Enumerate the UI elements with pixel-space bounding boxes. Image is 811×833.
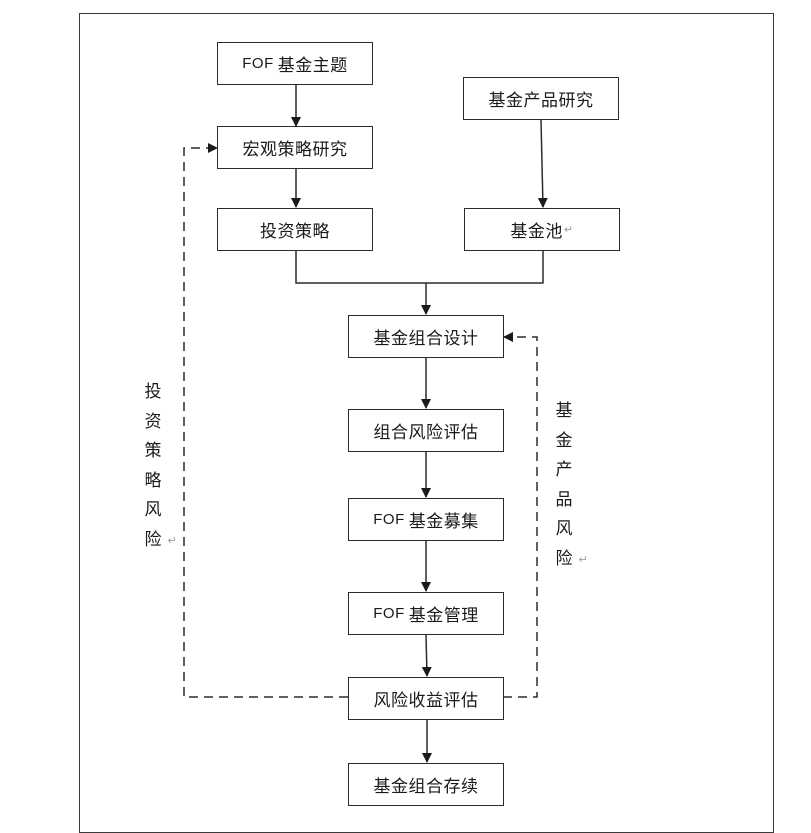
label-char: 投 bbox=[144, 382, 162, 402]
label-char: 产 bbox=[555, 460, 573, 480]
label-char: 险↵ bbox=[555, 545, 588, 575]
node-label: 基金管理 bbox=[408, 606, 479, 626]
label-char: 基 bbox=[555, 401, 573, 421]
node-macro-research: 宏观策略研究 bbox=[217, 126, 373, 169]
node-label: 基金募集 bbox=[408, 512, 479, 532]
node-label: 基金组合存续 bbox=[373, 777, 479, 797]
paragraph-mark-icon: ↵ bbox=[167, 533, 177, 547]
node-portfolio-design: 基金组合设计 bbox=[348, 315, 504, 358]
node-prefix: FOF bbox=[242, 55, 274, 72]
node-fund-pool: 基金池 ↵ bbox=[464, 208, 620, 251]
node-prefix: FOF bbox=[373, 511, 405, 528]
label-char: 策 bbox=[144, 441, 162, 461]
node-portfolio-continue: 基金组合存续 bbox=[348, 763, 504, 806]
paragraph-mark-icon: ↵ bbox=[578, 552, 588, 566]
node-prefix: FOF bbox=[373, 605, 405, 622]
connector-layer bbox=[183, 84, 548, 763]
label-char: 险↵ bbox=[144, 526, 177, 556]
paragraph-mark-icon: ↵ bbox=[563, 223, 574, 236]
label-strategy-risk: 投 资 策 略 风 险↵ bbox=[141, 378, 177, 556]
label-char: 金 bbox=[555, 430, 573, 451]
label-char: 风 bbox=[555, 519, 573, 539]
edge-research-to-pool bbox=[537, 119, 548, 208]
node-fof-raising: FOF 基金募集 bbox=[348, 498, 504, 541]
label-char: 资 bbox=[144, 411, 162, 432]
node-label: 基金主题 bbox=[277, 56, 348, 76]
node-risk-return: 风险收益评估 bbox=[348, 677, 504, 720]
feedback-product-risk bbox=[503, 332, 538, 698]
node-label: 基金池 bbox=[510, 222, 563, 242]
node-label: 基金产品研究 bbox=[488, 91, 594, 111]
node-label: 风险收益评估 bbox=[373, 691, 479, 711]
label-char: 略 bbox=[144, 470, 162, 491]
node-fof-theme: FOF 基金主题 bbox=[217, 42, 373, 85]
node-label: 宏观策略研究 bbox=[242, 140, 348, 160]
node-label: 基金组合设计 bbox=[373, 329, 479, 349]
node-fof-management: FOF 基金管理 bbox=[348, 592, 504, 635]
node-invest-strategy: 投资策略 bbox=[217, 208, 373, 251]
label-product-risk: 基 金 产 品 风 险↵ bbox=[552, 397, 588, 575]
label-char: 风 bbox=[144, 500, 162, 520]
node-label: 投资策略 bbox=[260, 222, 330, 242]
label-char: 品 bbox=[555, 489, 573, 510]
node-portfolio-risk: 组合风险评估 bbox=[348, 409, 504, 452]
label-char-text: 险 bbox=[144, 529, 162, 550]
label-char-text: 险 bbox=[555, 548, 573, 569]
edge-merge bbox=[295, 250, 544, 284]
node-label: 组合风险评估 bbox=[373, 423, 479, 443]
feedback-strategy-risk bbox=[183, 143, 348, 698]
node-fund-research: 基金产品研究 bbox=[463, 77, 619, 120]
edge-mgmt-to-riskreturn bbox=[421, 634, 432, 677]
